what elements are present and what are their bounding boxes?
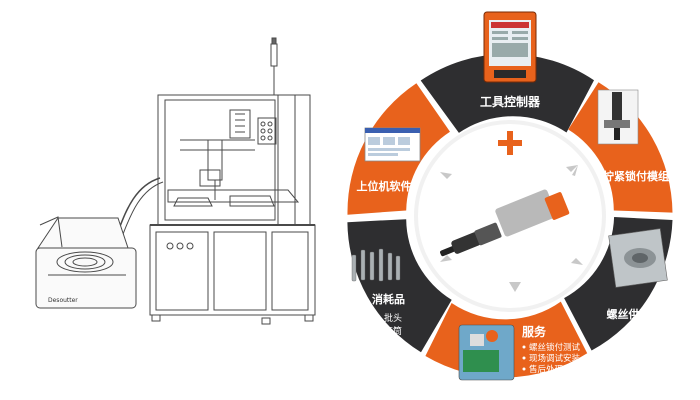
label-feeder: 螺丝供料器 xyxy=(607,307,663,321)
service-item: 售后处理 xyxy=(529,364,564,375)
label-service: 服务 xyxy=(522,324,547,339)
label-module: 拧紧锁付模组 xyxy=(603,169,669,183)
software-window-icon xyxy=(364,127,421,162)
service-item: 螺丝锁付测试 xyxy=(529,342,581,353)
module-photo xyxy=(597,89,639,145)
label-software: 上位机软件 xyxy=(357,179,412,193)
screw-feeder-icon xyxy=(608,228,668,288)
controller-icon xyxy=(483,11,537,83)
bits-icon xyxy=(351,248,401,282)
consumables-item: 批头 xyxy=(384,312,402,324)
service-photo-icon xyxy=(458,324,515,381)
label-controller: 工具控制器 xyxy=(480,94,541,109)
label-consumables: 消耗品 xyxy=(372,292,405,306)
segment-module[interactable] xyxy=(568,82,673,213)
arrow-icon xyxy=(440,165,583,292)
service-item: 现场调试安装 xyxy=(529,353,581,364)
plus-icon xyxy=(498,131,522,155)
tightening-tool-icon xyxy=(440,189,570,257)
feeder-logo: Desoutter xyxy=(48,297,78,304)
segment-controller[interactable] xyxy=(420,53,594,133)
consumables-item: 套筒 xyxy=(384,325,402,337)
